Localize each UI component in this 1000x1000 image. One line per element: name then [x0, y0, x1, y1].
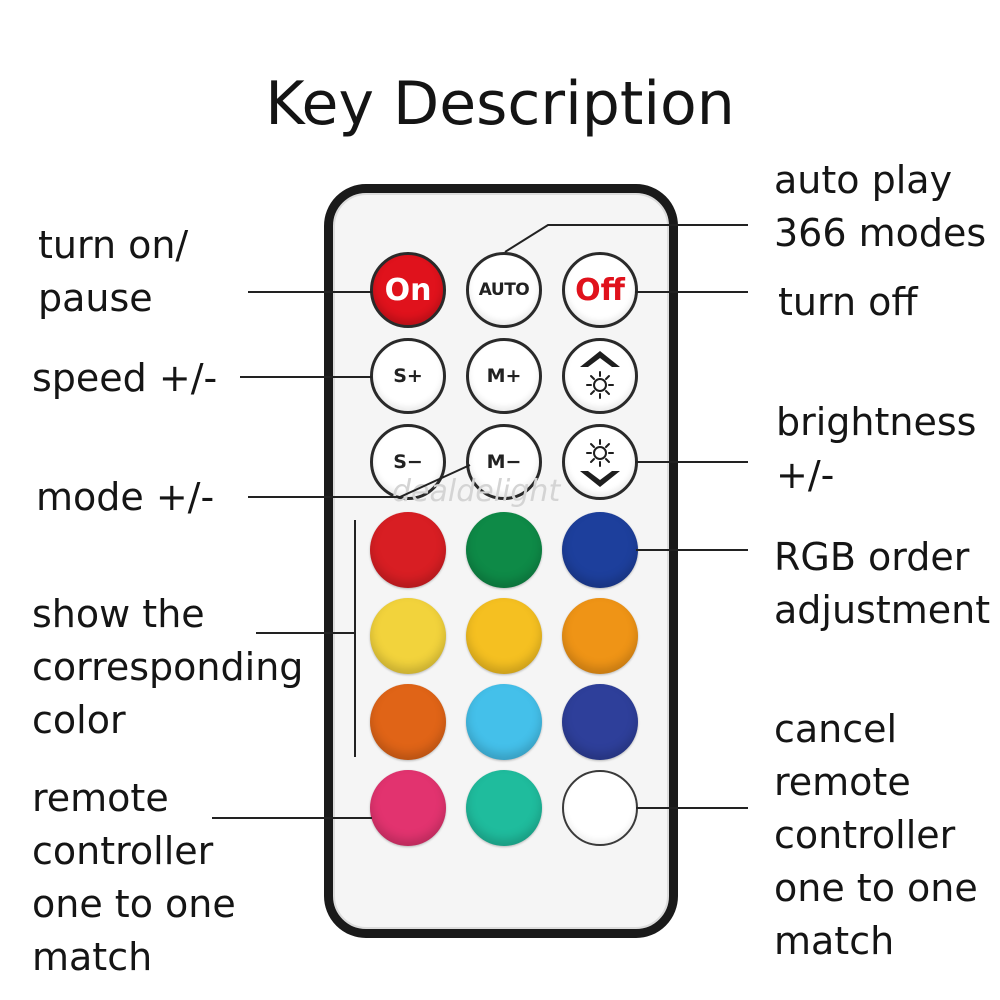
label-line: remote: [32, 776, 169, 820]
label-line: pause: [38, 276, 153, 320]
label-turn-off: turn off: [778, 276, 918, 329]
label-mode: mode +/-: [36, 471, 214, 524]
label-brightness: brightness +/-: [776, 396, 976, 502]
label-speed: speed +/-: [32, 352, 217, 405]
color-button-sky-blue[interactable]: [466, 684, 542, 760]
label-line: remote: [774, 760, 911, 804]
label-line: auto play: [774, 158, 953, 202]
label-line: +/-: [776, 453, 835, 497]
label-line: show the: [32, 592, 205, 636]
label-line: match: [32, 935, 153, 979]
speed-up-button[interactable]: S+: [370, 338, 446, 414]
label-line: brightness: [776, 400, 977, 444]
page-title: Key Description: [265, 69, 735, 139]
leader-line-auto: [504, 224, 748, 253]
label-line: one to one: [32, 882, 236, 926]
label-line: adjustment: [774, 588, 991, 632]
cancel-match-button[interactable]: [562, 770, 638, 846]
color-button-blue[interactable]: [562, 512, 638, 588]
brightness-up-icon: [580, 351, 620, 399]
label-show-color: show the corresponding color: [32, 588, 303, 747]
label-line: controller: [774, 813, 956, 857]
color-button-green[interactable]: [466, 512, 542, 588]
color-button-teal[interactable]: [466, 770, 542, 846]
brightness-up-button[interactable]: [562, 338, 638, 414]
color-button-red[interactable]: [370, 512, 446, 588]
label-cancel-match: cancel remote controller one to one matc…: [774, 703, 978, 968]
label-line: turn on/: [38, 223, 189, 267]
color-button-dark-orange[interactable]: [370, 684, 446, 760]
label-line: one to one: [774, 866, 978, 910]
label-line: controller: [32, 829, 214, 873]
label-turn-on-pause: turn on/ pause: [38, 219, 188, 325]
brightness-down-icon: [580, 439, 620, 487]
label-line: RGB order: [774, 535, 970, 579]
speed-down-button[interactable]: S−: [370, 424, 446, 500]
label-rgb-order: RGB order adjustment: [774, 531, 990, 637]
label-line: color: [32, 698, 126, 742]
label-line: cancel: [774, 707, 898, 751]
watermark: dealdelight: [392, 474, 561, 509]
label-line: mode +/-: [36, 475, 215, 519]
auto-button[interactable]: AUTO: [466, 252, 542, 328]
label-auto-play: auto play 366 modes: [774, 154, 986, 260]
color-button-orange[interactable]: [562, 598, 638, 674]
label-line: speed +/-: [32, 356, 218, 400]
mode-down-button[interactable]: M−: [466, 424, 542, 500]
leader-line-mode-diag: [399, 464, 471, 498]
color-button-light-yellow[interactable]: [370, 598, 446, 674]
label-remote-match: remote controller one to one match: [32, 772, 236, 984]
label-line: match: [774, 919, 895, 963]
label-line: turn off: [778, 280, 918, 324]
label-line: 366 modes: [774, 211, 987, 255]
on-button[interactable]: On: [370, 252, 446, 328]
color-button-yellow[interactable]: [466, 598, 542, 674]
label-line: corresponding: [32, 645, 304, 689]
off-button[interactable]: Off: [562, 252, 638, 328]
mode-up-button[interactable]: M+: [466, 338, 542, 414]
brightness-down-button[interactable]: [562, 424, 638, 500]
color-button-pink[interactable]: [370, 770, 446, 846]
color-button-indigo[interactable]: [562, 684, 638, 760]
